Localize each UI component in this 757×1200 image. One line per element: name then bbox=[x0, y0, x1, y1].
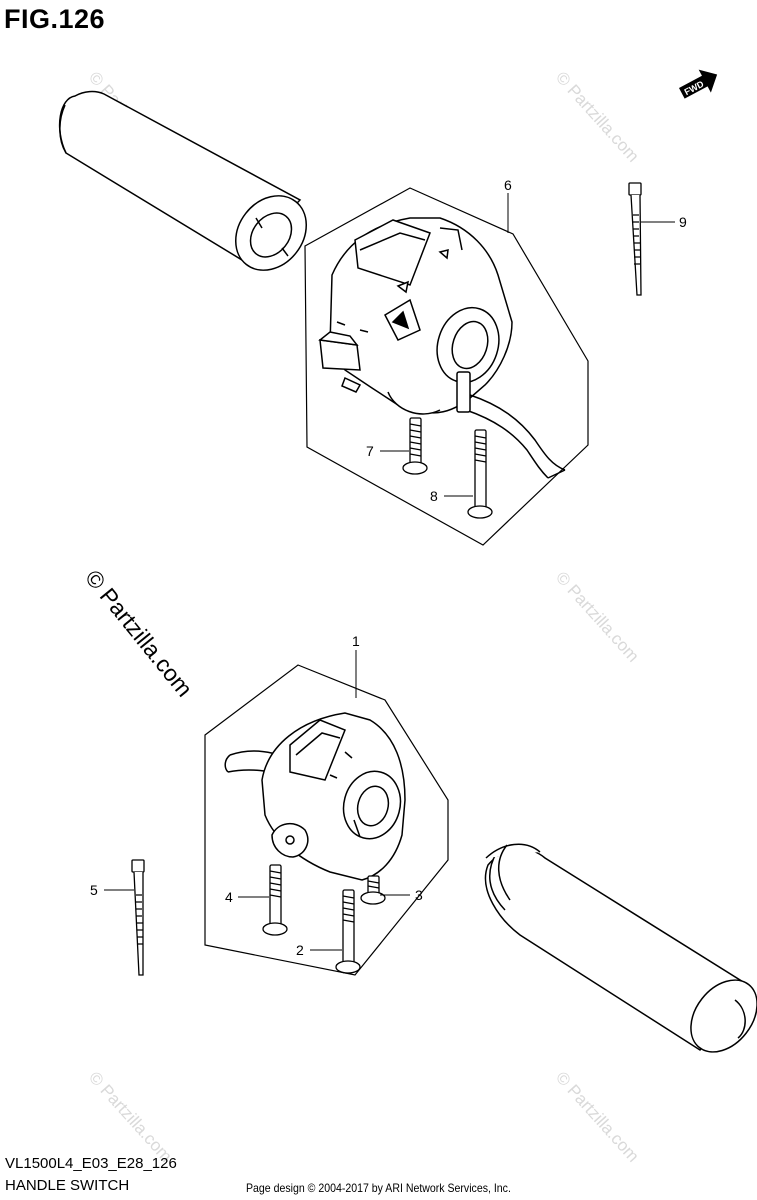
callout-7: 7 bbox=[366, 443, 374, 459]
watermark-4: © Partzilla.com bbox=[85, 1068, 176, 1166]
callout-1: 1 bbox=[352, 633, 360, 649]
callout-9: 9 bbox=[679, 214, 687, 230]
watermark-large: © Partzilla.com bbox=[80, 565, 198, 702]
screw-8 bbox=[467, 429, 493, 519]
callout-3: 3 bbox=[415, 887, 423, 903]
left-grip bbox=[58, 90, 307, 271]
watermark-3: © Partzilla.com bbox=[552, 568, 643, 666]
assembly-frame-upper bbox=[304, 187, 589, 546]
model-code: VL1500L4_E03_E28_126 bbox=[5, 1155, 177, 1172]
callout-6: 6 bbox=[504, 177, 512, 193]
callout-2: 2 bbox=[296, 942, 304, 958]
watermark-5: © Partzilla.com bbox=[552, 1068, 643, 1166]
screw-4 bbox=[262, 864, 288, 936]
copyright-notice: Page design © 2004-2017 by ARI Network S… bbox=[246, 1181, 511, 1195]
right-grip bbox=[484, 843, 757, 1053]
section-name: HANDLE SWITCH bbox=[5, 1177, 130, 1194]
watermarks: © Partzilla.com © Partzilla.com © Partzi… bbox=[85, 68, 643, 1166]
cable-tie-9 bbox=[628, 182, 642, 296]
watermark-2: © Partzilla.com bbox=[552, 68, 643, 166]
cable-tie-5 bbox=[131, 859, 145, 976]
fwd-arrow-icon: FWD bbox=[679, 69, 718, 99]
callout-5: 5 bbox=[90, 882, 98, 898]
figure-title: FIG.126 bbox=[4, 4, 106, 34]
screw-2 bbox=[335, 889, 361, 974]
callout-4: 4 bbox=[225, 889, 233, 905]
screw-7 bbox=[402, 417, 428, 475]
leader-lines bbox=[104, 193, 675, 951]
assembly-frame-lower bbox=[204, 664, 449, 976]
callout-labels: 1 2 3 4 5 6 7 8 9 bbox=[90, 177, 687, 958]
left-switch-housing bbox=[318, 217, 513, 415]
screw-3 bbox=[360, 875, 386, 905]
wire-harness-upper bbox=[456, 371, 566, 479]
right-switch-housing bbox=[261, 712, 406, 881]
callout-8: 8 bbox=[430, 488, 438, 504]
